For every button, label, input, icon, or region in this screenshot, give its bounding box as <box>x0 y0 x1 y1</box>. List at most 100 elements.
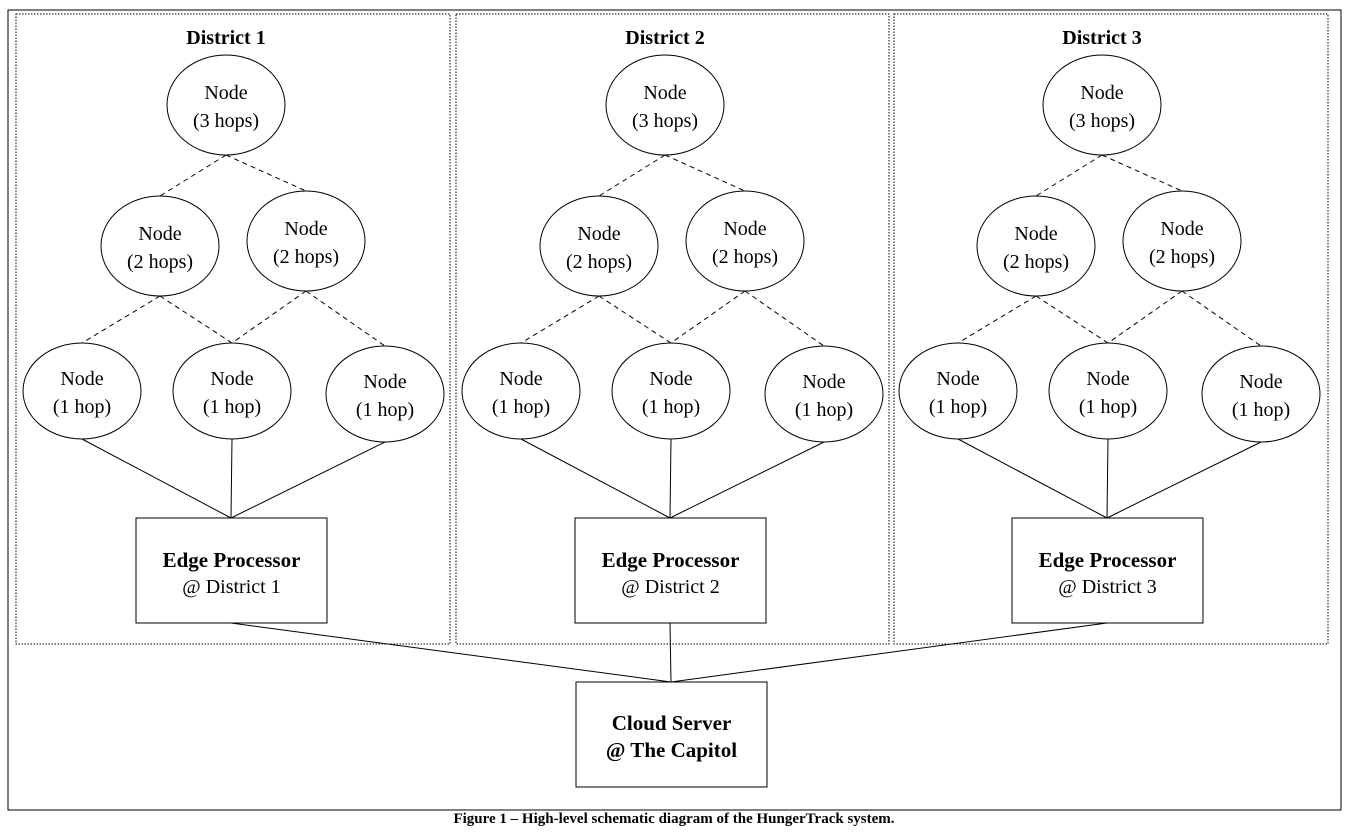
cloud-server: Cloud Server @ The Capitol <box>575 681 768 788</box>
edge-processor-box <box>1011 517 1204 624</box>
node-2-hops <box>976 195 1096 297</box>
node-1-hop <box>172 342 292 440</box>
outer-frame <box>7 9 1342 811</box>
node-label: Node <box>577 223 620 245</box>
edge-processor-title: Edge Processor <box>1039 548 1177 572</box>
node-3-hops <box>1042 54 1162 156</box>
node-1-hop <box>764 345 884 443</box>
dashed-link <box>1035 295 1109 344</box>
node-label: Node <box>138 223 181 245</box>
cloud-link <box>230 622 672 683</box>
dashed-link <box>744 290 825 347</box>
node-label: Node <box>1086 368 1129 390</box>
node-label: Node <box>802 371 845 393</box>
dashed-link <box>231 290 307 344</box>
solid-link <box>957 438 1108 519</box>
edge-processor-location: @ District 2 <box>621 576 719 598</box>
node-hops-label: (2 hops) <box>1149 246 1215 268</box>
cloud-server-box <box>575 681 768 788</box>
dashed-link <box>670 290 746 344</box>
dashed-link <box>1101 154 1183 192</box>
node-2-hops <box>100 195 220 297</box>
node-hops-label: (3 hops) <box>1069 110 1135 132</box>
dashed-link <box>520 295 600 344</box>
solid-link <box>669 441 825 519</box>
node-1-hop <box>1201 345 1321 443</box>
dashed-link <box>1035 154 1103 197</box>
edge-processor-title: Edge Processor <box>602 548 740 572</box>
node-label: Node <box>363 371 406 393</box>
node-hops-label: (1 hop) <box>492 396 550 418</box>
node-hops-label: (2 hops) <box>127 251 193 273</box>
node-hops-label: (1 hop) <box>929 396 987 418</box>
dashed-link <box>159 154 227 197</box>
node-1-hop <box>1048 342 1168 440</box>
node-hops-label: (1 hop) <box>642 396 700 418</box>
node-hops-label: (1 hop) <box>53 396 111 418</box>
node-label: Node <box>284 218 327 240</box>
node-hops-label: (1 hop) <box>356 399 414 421</box>
edge-processor-location: @ District 3 <box>1058 576 1156 598</box>
node-hops-label: (2 hops) <box>1003 251 1069 273</box>
solid-link <box>520 438 671 519</box>
figure-caption: Figure 1 – High-level schematic diagram … <box>453 811 895 827</box>
cloud-server-title: Cloud Server <box>612 711 732 735</box>
node-hops-label: (1 hop) <box>1079 396 1137 418</box>
node-hops-label: (3 hops) <box>632 110 698 132</box>
node-label: Node <box>649 368 692 390</box>
node-1-hop <box>325 345 445 443</box>
solid-link <box>1106 441 1262 519</box>
cloud-server-location: @ The Capitol <box>606 738 737 762</box>
node-1-hop <box>611 342 731 440</box>
node-3-hops <box>605 54 725 156</box>
node-label: Node <box>643 82 686 104</box>
dashed-link <box>957 295 1037 344</box>
dashed-link <box>81 295 161 344</box>
node-label: Node <box>723 218 766 240</box>
district-title: District 2 <box>625 27 704 49</box>
dashed-link <box>159 295 233 344</box>
dashed-link <box>225 154 307 192</box>
district-title: District 1 <box>186 27 265 49</box>
node-1-hop <box>461 342 581 440</box>
node-label: Node <box>204 82 247 104</box>
edge-processor-box <box>574 517 767 624</box>
node-label: Node <box>1014 223 1057 245</box>
node-hops-label: (2 hops) <box>712 246 778 268</box>
dashed-link <box>598 154 666 197</box>
edge-processor-title: Edge Processor <box>163 548 301 572</box>
district-frame <box>455 13 890 645</box>
node-hops-label: (3 hops) <box>193 110 259 132</box>
dashed-link <box>664 154 746 192</box>
solid-link <box>1106 438 1109 519</box>
district-frame <box>893 13 1329 645</box>
dashed-link <box>305 290 386 347</box>
solid-link <box>230 441 386 519</box>
district-frame <box>15 13 451 645</box>
cloud-link <box>670 622 1108 683</box>
node-2-hops <box>685 190 805 292</box>
dashed-link <box>598 295 672 344</box>
node-label: Node <box>936 368 979 390</box>
node-label: Node <box>1239 371 1282 393</box>
node-2-hops <box>246 190 366 292</box>
node-hops-label: (2 hops) <box>566 251 632 273</box>
node-label: Node <box>1080 82 1123 104</box>
node-label: Node <box>210 368 253 390</box>
node-1-hop <box>898 342 1018 440</box>
node-2-hops <box>539 195 659 297</box>
dashed-link <box>1181 290 1262 347</box>
district-2: District 2 Node (3 hops) Node (2 hops) Node (2… <box>455 13 890 645</box>
node-hops-label: (1 hop) <box>1232 399 1290 421</box>
solid-link <box>230 438 233 519</box>
dashed-link <box>1107 290 1183 344</box>
cloud-link <box>669 622 672 683</box>
node-2-hops <box>1122 190 1242 292</box>
solid-link <box>669 438 672 519</box>
solid-link <box>81 438 232 519</box>
node-label: Node <box>1160 218 1203 240</box>
node-label: Node <box>499 368 542 390</box>
